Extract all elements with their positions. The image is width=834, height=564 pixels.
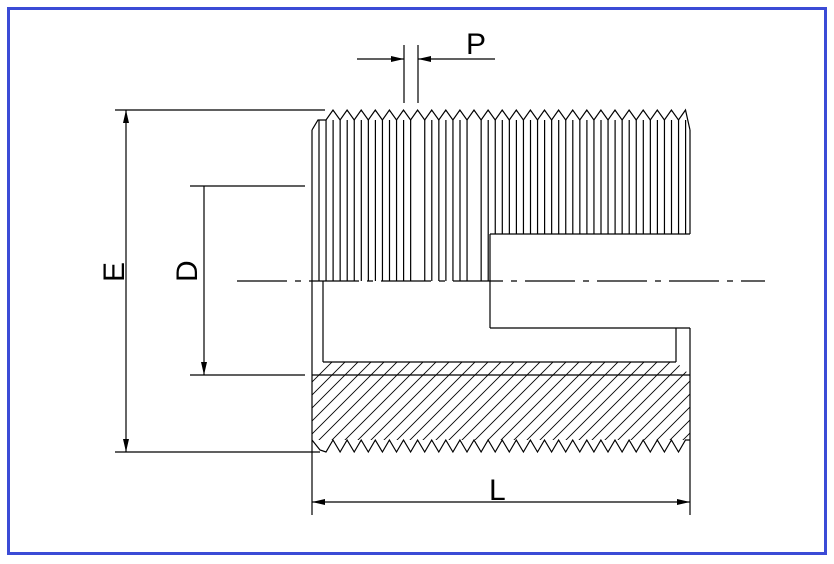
e-arrow-bottom <box>123 439 129 452</box>
label-pitch: P <box>466 28 486 61</box>
bottom-thread-profile <box>311 438 690 454</box>
top-thread-profile <box>311 108 691 131</box>
hatch-section <box>312 362 690 440</box>
label-length: L <box>489 474 506 507</box>
p-arrow-right <box>418 56 431 62</box>
l-arrow-right <box>677 499 690 505</box>
label-inner-diameter: D <box>171 260 204 282</box>
e-arrow-top <box>123 110 129 123</box>
d-arrow-bottom <box>201 362 207 375</box>
label-outer-diameter: E <box>98 262 131 282</box>
l-arrow-left <box>312 499 325 505</box>
p-arrow-left <box>391 56 404 62</box>
diagram-frame <box>7 7 827 555</box>
